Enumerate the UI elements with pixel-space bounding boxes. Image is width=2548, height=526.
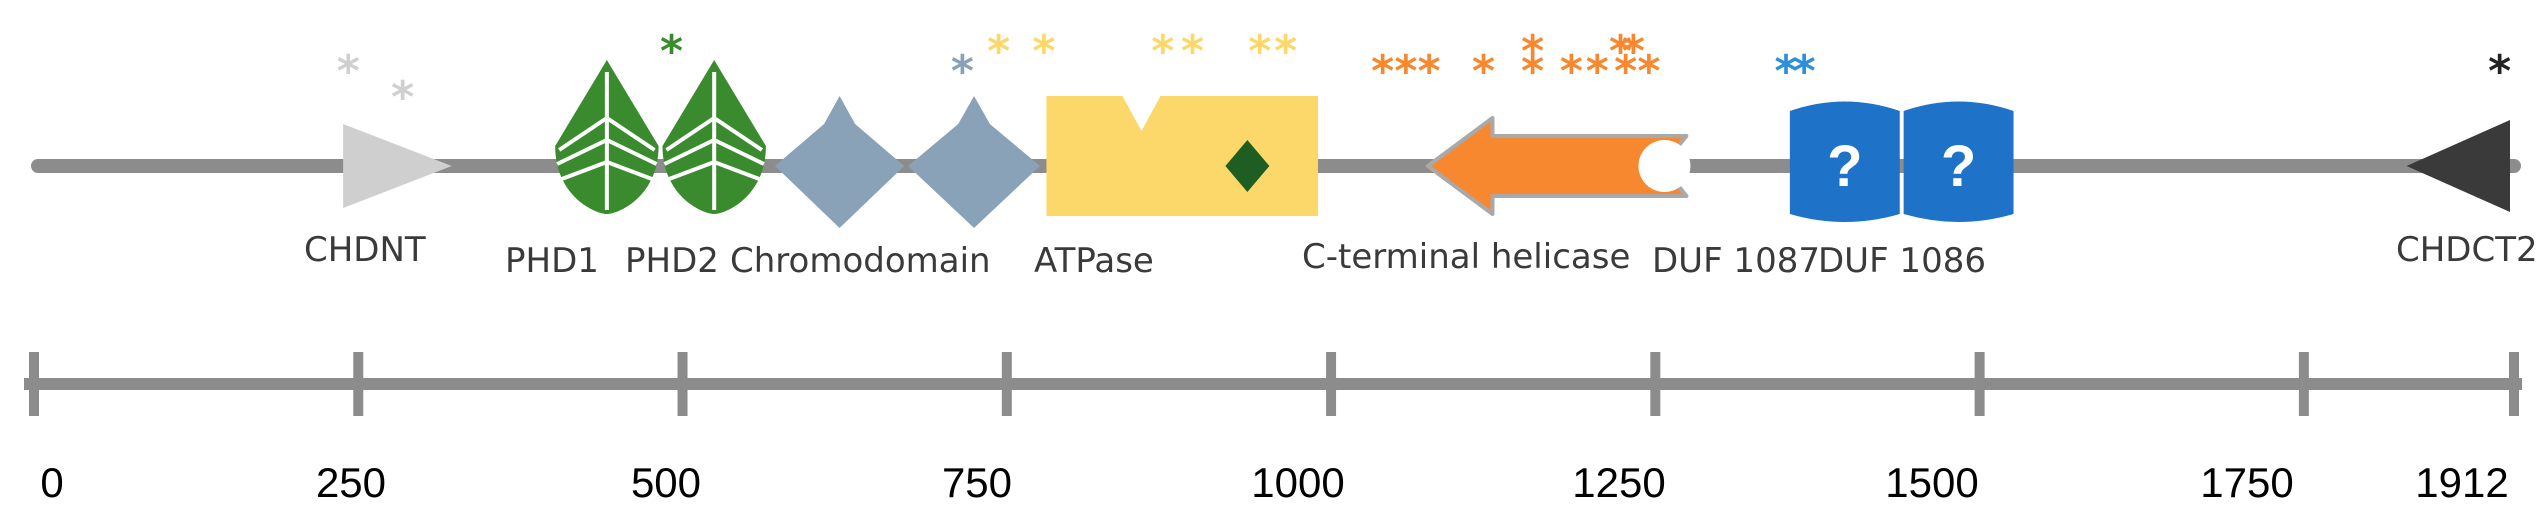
tick-label-1250: 1250 [1572,459,1665,506]
label-chromodomain: Chromodomain [730,241,991,281]
domain-chromo1 [774,96,905,228]
mutation-asterisk: * [1521,26,1544,77]
domain-labels: CHDNT PHD1 PHD2 Chromodomain ATPase C-te… [304,230,2538,281]
domain-chdct2 [2406,120,2510,212]
mutation-asterisk: * [1472,46,1495,97]
mutation-asterisk: * [391,72,414,123]
mutation-asterisk: * [1793,46,1816,97]
domain-duf1086: ? [1903,101,2014,222]
domain-duf1087: ? [1789,101,1900,222]
domain-phd2 [662,60,766,214]
label-c-terminal-helicase: C-terminal helicase [1302,237,1630,277]
mutation-asterisk: * [1586,46,1609,97]
mutation-asterisk: * [1418,46,1441,97]
mutation-asterisk: * [1248,26,1271,77]
mutation-asterisk: * [1637,46,1660,97]
mutation-asterisk: * [1614,46,1637,97]
mutation-asterisk: * [1774,46,1797,97]
mutation-asterisk: * [1560,46,1583,97]
mutation-asterisk: * [1521,46,1544,97]
label-atpase: ATPase [1034,241,1154,281]
tick-label-1000: 1000 [1251,459,1344,506]
domain-shape-duf1086 [1903,101,2014,222]
domain-helicase [1425,116,1691,216]
mutation-asterisk: * [1032,26,1055,77]
question-icon: ? [1941,134,1976,199]
tick-label-0: 0 [40,459,63,506]
label-phd2: PHD2 [625,241,719,281]
label-chdct2: CHDCT2 [2396,230,2538,270]
domain-atpase [1046,96,1318,216]
domain-shape-duf1087 [1789,101,1900,222]
domain-layer: ?? [343,60,2510,228]
ruler-labels: 0 250 500 750 1000 1250 1500 1750 1912 [40,459,2508,506]
mutation-asterisk: * [1394,46,1417,97]
domain-shape-chdnt [343,124,452,208]
ruler-ticks [29,352,2519,416]
domain-chdnt [343,124,452,208]
domain-shape-atpase [1046,96,1318,216]
label-phd1: PHD1 [505,241,599,281]
tick-label-500: 500 [631,459,701,506]
domain-shape-chromo2 [908,96,1040,228]
domain-phd1 [555,60,659,214]
domain-chromo2 [908,96,1040,228]
domain-shape-chromo1 [774,96,905,228]
tick-label-1500: 1500 [1885,459,1978,506]
mutation-asterisk: * [1181,26,1204,77]
atpase-diamond [1225,140,1270,192]
mutation-asterisk: * [951,46,974,97]
mutation-asterisk: * [987,26,1010,77]
tick-label-1750: 1750 [2200,459,2293,506]
leaf-veins-phd2 [663,72,765,210]
mutation-asterisk: * [1151,26,1174,77]
question-icon: ? [1827,134,1862,199]
mutation-asterisk: * [1274,26,1297,77]
asterisk-layer: ************************* [337,26,2511,123]
label-duf1086: DUF 1086 [1818,241,1986,281]
tick-label-750: 750 [942,459,1012,506]
tick-label-250: 250 [316,459,386,506]
tick-label-1912: 1912 [2415,459,2508,506]
helicase-notch [1638,140,1691,192]
label-chdnt: CHDNT [304,230,426,270]
mutation-asterisk: * [337,46,360,97]
mutation-asterisk: * [660,26,683,77]
mutation-asterisk: * [1371,46,1394,97]
mutation-asterisk: * [1609,26,1632,77]
domain-shape-chdct2 [2406,120,2510,212]
mutation-asterisk: * [1622,26,1645,77]
label-duf1087: DUF 1087 [1652,241,1820,281]
leaf-veins-phd1 [556,72,658,210]
mutation-asterisk: * [2488,46,2511,97]
